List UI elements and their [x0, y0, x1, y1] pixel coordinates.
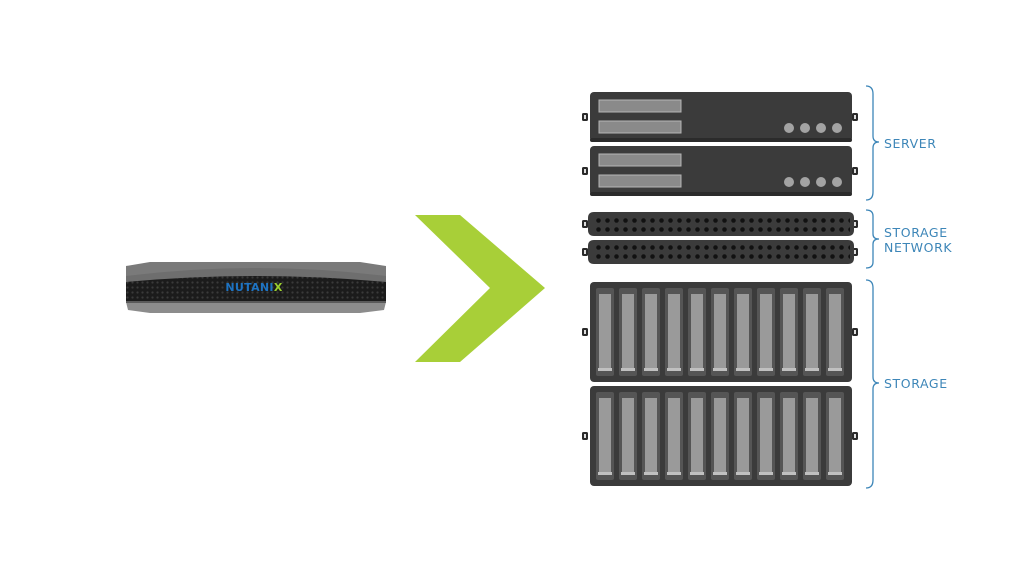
status-light-icon	[784, 177, 794, 187]
status-light-icon	[800, 123, 810, 133]
network-switch-unit	[582, 240, 858, 264]
server-bracket	[865, 85, 880, 201]
status-light-icon	[816, 123, 826, 133]
drive-bay	[619, 288, 637, 376]
storage-network-label-line1: STORAGE	[884, 225, 948, 240]
server-label: SERVER	[884, 136, 937, 151]
drive-bay	[826, 392, 844, 480]
drive-bay	[596, 392, 614, 480]
drive-bay	[688, 288, 706, 376]
storage-array-unit	[582, 386, 858, 486]
storage-array-unit	[582, 282, 858, 382]
drive-bay	[826, 288, 844, 376]
drive-bay	[711, 288, 729, 376]
drive-bay	[780, 392, 798, 480]
drive-bay	[734, 288, 752, 376]
drive-bay	[665, 392, 683, 480]
status-light-icon	[816, 177, 826, 187]
storage-units	[582, 282, 858, 486]
drive-bay	[688, 392, 706, 480]
status-light-icon	[832, 123, 842, 133]
server-unit	[582, 92, 858, 142]
nutanix-logo: NUTANIX	[214, 281, 294, 294]
status-light-icon	[832, 177, 842, 187]
nutanix-appliance	[126, 262, 386, 313]
drive-bay	[757, 288, 775, 376]
server-units	[582, 92, 858, 196]
drive-bay	[596, 288, 614, 376]
drive-bay	[711, 392, 729, 480]
drive-bay	[803, 288, 821, 376]
storage-network-units	[582, 212, 858, 264]
status-light-icon	[800, 177, 810, 187]
drive-bay	[642, 392, 660, 480]
drive-bay	[665, 288, 683, 376]
status-light-icon	[784, 123, 794, 133]
drive-bay	[619, 392, 637, 480]
brand-text: NUTANI	[225, 281, 274, 294]
storage-bracket	[865, 279, 880, 489]
brand-accent: X	[273, 281, 283, 294]
network-switch-unit	[582, 212, 858, 236]
drive-bay	[642, 288, 660, 376]
drive-bay	[757, 392, 775, 480]
chevron-arrow-icon	[415, 215, 545, 362]
drive-bay	[734, 392, 752, 480]
storage-network-bracket	[865, 209, 880, 269]
drive-bay	[780, 288, 798, 376]
drive-bay	[803, 392, 821, 480]
server-unit	[582, 146, 858, 196]
storage-network-label-line2: NETWORK	[884, 240, 953, 255]
storage-label: STORAGE	[884, 376, 948, 391]
